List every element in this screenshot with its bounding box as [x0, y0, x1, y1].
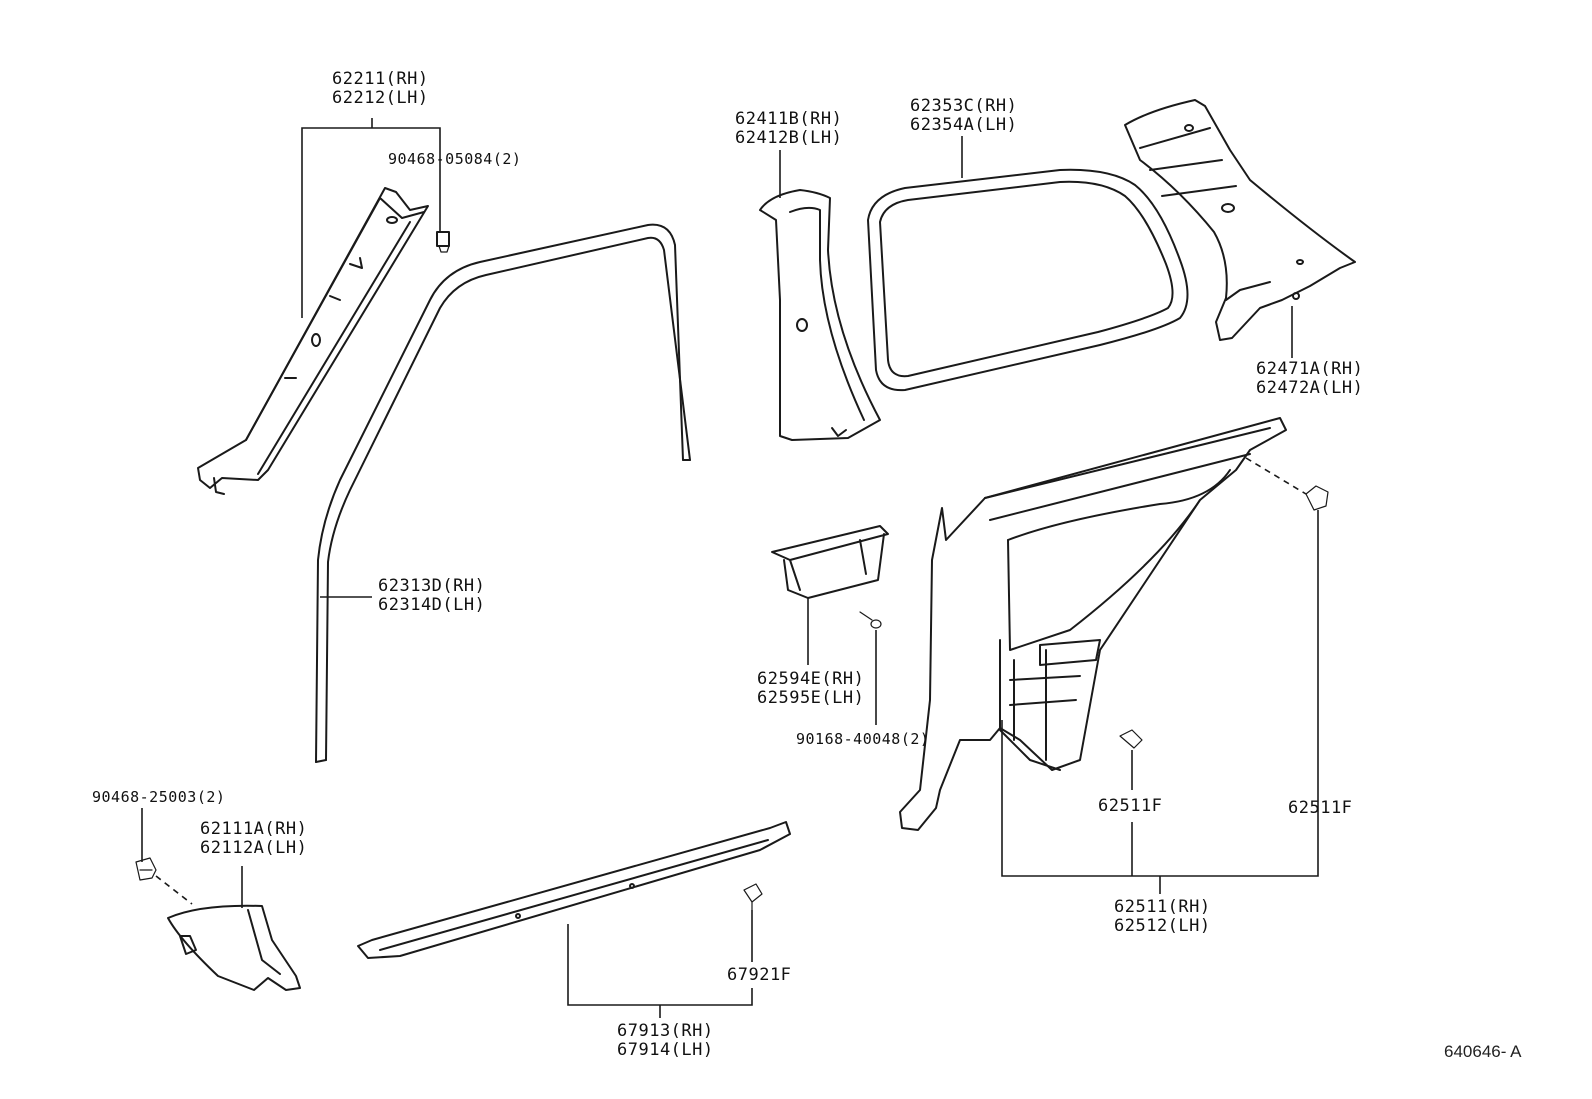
label-line: 62411B(RH) [735, 109, 843, 129]
label-line: 90168-40048(2) [796, 730, 930, 748]
label-scuff-plate: 67913(RH) 67914(LH) [617, 1022, 714, 1060]
label-line: 62313D(RH) [378, 576, 486, 596]
label-a-pillar-clip: 90468-05084(2) [388, 150, 521, 169]
label-pocket: 62594E(RH) 62595E(LH) [757, 670, 864, 708]
diagram-reference-code: 640646- A [1444, 1042, 1522, 1061]
label-quarter-trim-clip-right: 62511F [1288, 799, 1352, 818]
label-line: 62412B(LH) [735, 128, 843, 148]
label-line: 62354A(LH) [910, 115, 1018, 135]
label-b-pillar: 62411B(RH) 62412B(LH) [735, 110, 842, 148]
label-line: 90468-05084(2) [388, 150, 522, 168]
quarter-trim-clip-right-drawing [1305, 485, 1329, 511]
scuff-plate-drawing [357, 821, 791, 959]
label-c-pillar: 62471A(RH) 62472A(LH) [1256, 360, 1363, 398]
label-line: 62111A(RH) [200, 819, 308, 839]
label-front-door-weatherstrip: 62313D(RH) 62314D(LH) [378, 577, 485, 615]
quarter-trim-clip-left-drawing [1119, 729, 1143, 749]
label-line: 62511F [1288, 798, 1353, 818]
label-line: 62353C(RH) [910, 96, 1018, 116]
b-pillar-drawing [759, 189, 881, 441]
label-line: 67921F [727, 965, 792, 985]
label-quarter-window-weatherstrip: 62353C(RH) 62354A(LH) [910, 97, 1017, 135]
label-line: 62511(RH) [1114, 897, 1211, 917]
label-line: 62512(LH) [1114, 916, 1211, 936]
scuff-plate-clip-drawing [743, 883, 763, 911]
label-line: 62511F [1098, 796, 1163, 816]
c-pillar-drawing [1124, 99, 1356, 341]
label-cowl-side-trim: 62111A(RH) 62112A(LH) [200, 820, 307, 858]
cowl-side-trim-drawing [167, 904, 301, 991]
label-line: 67913(RH) [617, 1021, 714, 1041]
label-line: 62211(RH) [332, 69, 429, 89]
label-scuff-plate-clip: 67921F [727, 966, 791, 985]
label-cowl-clip: 90468-25003(2) [92, 788, 225, 807]
label-line: 62314D(LH) [378, 595, 486, 615]
pocket-drawing [771, 525, 889, 599]
label-quarter-trim-panel: 62511(RH) 62512(LH) [1114, 898, 1211, 936]
label-line: 62471A(RH) [1256, 359, 1364, 379]
label-line: 67914(LH) [617, 1040, 714, 1060]
label-line: 90468-25003(2) [92, 788, 226, 806]
label-line: 62594E(RH) [757, 669, 865, 689]
label-line: 62212(LH) [332, 88, 429, 108]
label-line: 62112A(LH) [200, 838, 308, 858]
label-quarter-trim-clip-left: 62511F [1098, 797, 1162, 816]
leader-lines [141, 118, 1319, 1018]
quarter-window-weatherstrip-drawing [867, 168, 1189, 392]
label-line: 62472A(LH) [1256, 378, 1364, 398]
cowl-clip-drawing [135, 857, 157, 881]
label-a-pillar: 62211(RH) 62212(LH) [332, 70, 429, 108]
a-pillar-clip-drawing [436, 231, 450, 253]
front-door-weatherstrip-drawing [315, 223, 691, 763]
label-line: 62595E(LH) [757, 688, 865, 708]
quarter-trim-panel-drawing [899, 417, 1287, 831]
pocket-screw-drawing [859, 611, 882, 629]
a-pillar-trim-drawing [197, 187, 429, 495]
label-pocket-screw: 90168-40048(2) [796, 730, 929, 749]
